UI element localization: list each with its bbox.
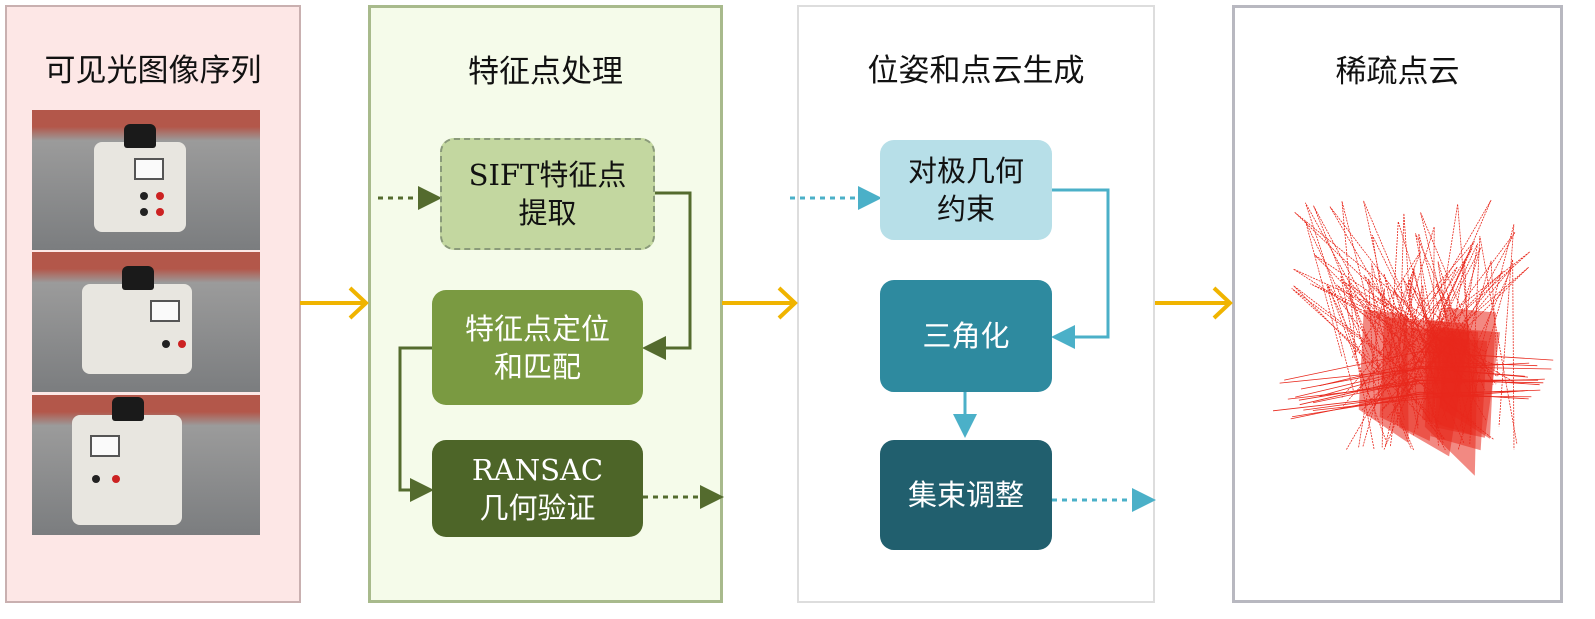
cloud-edge: [1347, 279, 1421, 363]
box-sift-extraction: SIFT特征点 提取: [440, 138, 655, 250]
cloud-edge: [1371, 235, 1459, 411]
cloud-edge: [1336, 284, 1426, 353]
cloud-edge: [1436, 260, 1472, 423]
cloud-edge: [1313, 205, 1446, 451]
cloud-edge: [1420, 247, 1481, 363]
cloud-edge: [1376, 298, 1488, 353]
cloud-edge: [1312, 380, 1544, 404]
cloud-edge: [1314, 254, 1492, 375]
cloud-edge: [1292, 395, 1532, 418]
cloud-edge: [1403, 278, 1487, 421]
cloud-edge: [1279, 362, 1530, 384]
cloud-edge: [1329, 206, 1461, 377]
arrow-1: [300, 286, 369, 320]
image-frame-2: [32, 252, 260, 392]
cloud-edge: [1326, 284, 1379, 391]
cloud-edge: [1363, 275, 1455, 372]
cloud-edge: [1319, 367, 1525, 397]
arrow-2: [722, 286, 798, 320]
arrow-3: [1155, 286, 1233, 320]
cloud-edge: [1305, 202, 1417, 404]
cloud-edge: [1363, 200, 1432, 360]
yellow-arrows: [300, 286, 1233, 320]
cloud-edge: [1312, 390, 1528, 411]
cloud-edge: [1409, 279, 1455, 385]
cloud-edge: [1373, 251, 1531, 374]
cloud-edge: [1426, 203, 1474, 400]
panel-title: 稀疏点云: [1335, 54, 1460, 90]
image-frame-3: [32, 395, 260, 535]
cloud-edge: [1368, 247, 1473, 417]
cloud-edge: [1381, 232, 1516, 411]
cloud-edge: [1284, 351, 1554, 381]
cloud-edge: [1420, 212, 1494, 385]
panel-title: 可见光图像序列: [44, 53, 262, 89]
cloud-edge: [1300, 365, 1552, 390]
cloud-edge: [1387, 267, 1513, 418]
cloud-edge: [1303, 389, 1541, 411]
box-triangulation: 三角化: [880, 280, 1052, 392]
cloud-edge: [1287, 378, 1545, 400]
cloud-edge: [1459, 224, 1515, 427]
box-feature-matching: 特征点定位 和匹配: [432, 290, 643, 405]
cloud-edge: [1340, 275, 1412, 450]
panel-title: 特征点处理: [468, 54, 623, 90]
cloud-edge: [1305, 221, 1370, 357]
cloud-edge: [1294, 212, 1498, 377]
cloud-edge: [1415, 233, 1486, 391]
cloud-edge: [1358, 288, 1385, 448]
box-bundle-adjustment: 集束调整: [880, 440, 1052, 550]
cloud-edge: [1406, 243, 1478, 397]
panel-title: 位姿和点云生成: [867, 53, 1085, 89]
cloud-edge: [1351, 251, 1421, 358]
box-ransac-verification: RANSAC 几何验证: [432, 440, 643, 537]
cloud-edge: [1435, 283, 1491, 373]
cloud-edge: [1319, 361, 1538, 387]
box-epipolar-constraint: 对极几何 约束: [880, 140, 1052, 240]
cloud-edge: [1371, 263, 1410, 400]
cloud-edge: [1368, 278, 1405, 420]
cloud-edge: [1310, 283, 1494, 365]
cloud-edge: [1391, 226, 1435, 364]
cloud-edge: [1388, 221, 1446, 380]
cloud-edge: [1327, 285, 1446, 440]
cloud-edge: [1455, 260, 1499, 377]
cloud-edge: [1396, 213, 1419, 426]
cloud-edge: [1412, 295, 1464, 436]
cloud-edge: [1298, 379, 1539, 401]
cloud-edge: [1341, 241, 1475, 398]
image-frame-1: [32, 110, 260, 250]
